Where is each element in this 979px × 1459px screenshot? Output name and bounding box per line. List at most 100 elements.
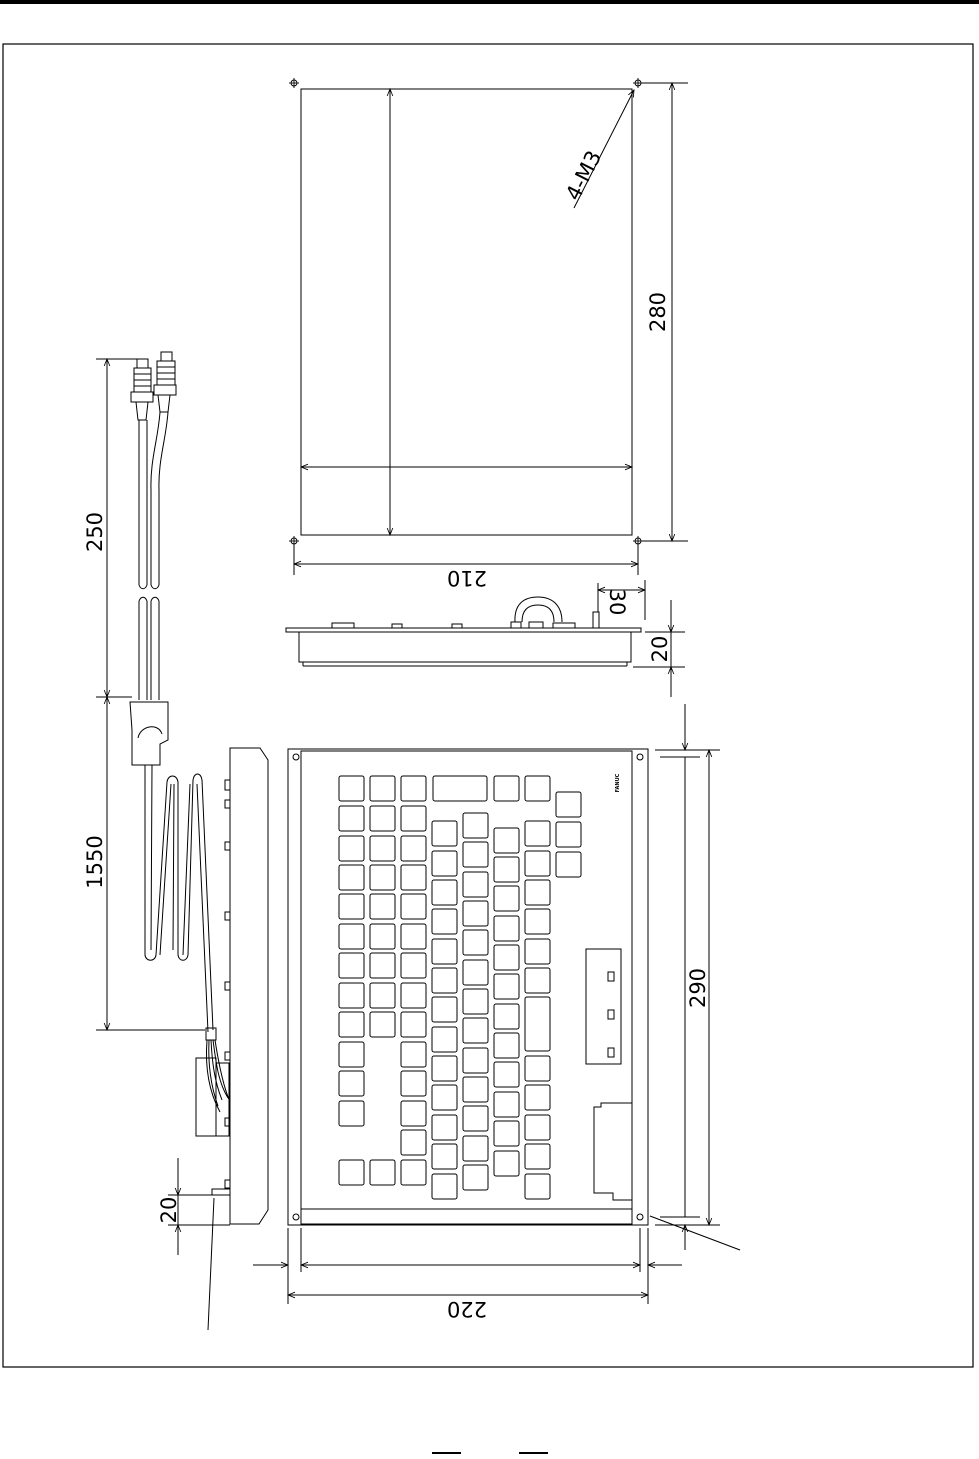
keyboard-key xyxy=(401,983,426,1008)
keyboard-key xyxy=(370,865,395,890)
keyboard-key xyxy=(432,939,457,964)
keyboard-key xyxy=(339,894,364,919)
keyboard-key xyxy=(525,880,550,905)
keyboard-key xyxy=(525,939,550,964)
keyboard-key xyxy=(401,1012,426,1037)
bottom-leader-right xyxy=(650,1216,740,1250)
keyboard-key xyxy=(432,968,457,993)
keyboard-key xyxy=(370,776,395,801)
keyboard-key xyxy=(401,924,426,949)
keyboard-key xyxy=(494,916,519,941)
keyboard-key xyxy=(494,1092,519,1117)
keyboard-key xyxy=(401,776,426,801)
dim-20-side-label: 20 xyxy=(648,636,672,663)
keyboard-key xyxy=(525,821,550,846)
keyboard-key xyxy=(339,1042,364,1067)
keyboard-key xyxy=(463,1018,488,1043)
dim-220 xyxy=(253,1228,682,1304)
keyboard-key xyxy=(432,1115,457,1140)
keyboard-key xyxy=(370,953,395,978)
keyboard-key xyxy=(401,1130,426,1155)
dim-30-label: 30 xyxy=(605,589,629,616)
keyboard-key xyxy=(339,865,364,890)
keyboard-key xyxy=(401,806,426,831)
keyboard-key xyxy=(494,857,519,882)
keyboard-key xyxy=(463,1077,488,1102)
keyboard-key xyxy=(525,851,550,876)
keyboard-key xyxy=(556,822,581,847)
dim-210-label: 210 xyxy=(447,566,487,590)
hole-note: 4-M3 xyxy=(561,147,606,205)
dim-250-label: 250 xyxy=(83,512,107,552)
keyboard-key xyxy=(339,836,364,861)
keyboard-key xyxy=(432,821,457,846)
key-grid xyxy=(339,776,581,1199)
dim-220-label: 220 xyxy=(447,1297,487,1321)
keyboard-key xyxy=(370,836,395,861)
keyboard-key xyxy=(463,872,488,897)
keyboard-key xyxy=(401,1160,426,1185)
side-view xyxy=(286,597,641,666)
keyboard-key xyxy=(432,1144,457,1169)
keyboard-key xyxy=(432,851,457,876)
keyboard-key xyxy=(463,1106,488,1131)
keyboard-key xyxy=(494,945,519,970)
dim-20-front-label: 20 xyxy=(157,1197,181,1224)
dim-290-label: 290 xyxy=(686,968,710,1008)
dim-1550 xyxy=(96,697,205,1030)
keyboard-key xyxy=(494,1033,519,1058)
keyboard-key xyxy=(463,842,488,867)
keyboard-key xyxy=(494,776,519,801)
dim-280-label: 280 xyxy=(646,292,670,332)
keyboard-key xyxy=(432,1174,457,1199)
keyboard-key xyxy=(463,989,488,1014)
keyboard-key xyxy=(339,806,364,831)
keyboard-key xyxy=(494,1151,519,1176)
keyboard-key xyxy=(370,1012,395,1037)
keyboard-key xyxy=(432,1027,457,1052)
keyboard-key xyxy=(463,1136,488,1161)
keyboard-key xyxy=(401,836,426,861)
keyboard-key xyxy=(525,968,550,993)
keyboard-key xyxy=(370,806,395,831)
keyboard-key xyxy=(525,1144,550,1169)
keyboard-key xyxy=(339,953,364,978)
keyboard-key xyxy=(494,886,519,911)
keyboard-key xyxy=(401,1042,426,1067)
keyboard-key xyxy=(339,983,364,1008)
keyboard-key xyxy=(432,1056,457,1081)
keyboard-key xyxy=(463,813,488,838)
keyboard-key xyxy=(494,1004,519,1029)
keyboard-key xyxy=(432,1085,457,1110)
header-rule xyxy=(0,0,979,4)
keyboard-key xyxy=(463,1165,488,1190)
keyboard-key xyxy=(401,865,426,890)
keyboard-key xyxy=(339,1160,364,1185)
bottom-leader-left xyxy=(208,1198,214,1330)
keyboard-key xyxy=(339,924,364,949)
keyboard-key xyxy=(556,852,581,877)
keyboard-key xyxy=(433,776,487,801)
keyboard-key xyxy=(463,1048,488,1073)
keyboard-key xyxy=(494,828,519,853)
keyboard-key xyxy=(525,1174,550,1199)
keyboard-key xyxy=(525,1056,550,1081)
keyboard-key xyxy=(339,1101,364,1126)
dim-1550-label: 1550 xyxy=(83,835,107,888)
keyboard-key xyxy=(370,1160,395,1185)
keyboard-key xyxy=(494,1121,519,1146)
mounting-holes xyxy=(289,78,643,546)
keyboard-key xyxy=(432,880,457,905)
keyboard-key xyxy=(494,974,519,999)
cable-assembly xyxy=(130,352,230,1136)
keyboard-key xyxy=(525,1085,550,1110)
keyboard-key xyxy=(463,901,488,926)
front-side-profile xyxy=(212,748,268,1224)
brand-mark: FANUC xyxy=(615,773,621,792)
keyboard-key xyxy=(432,909,457,934)
keyboard-key xyxy=(370,983,395,1008)
keyboard-key xyxy=(339,1071,364,1096)
keyboard-key xyxy=(401,1071,426,1096)
keyboard-key xyxy=(525,776,550,801)
